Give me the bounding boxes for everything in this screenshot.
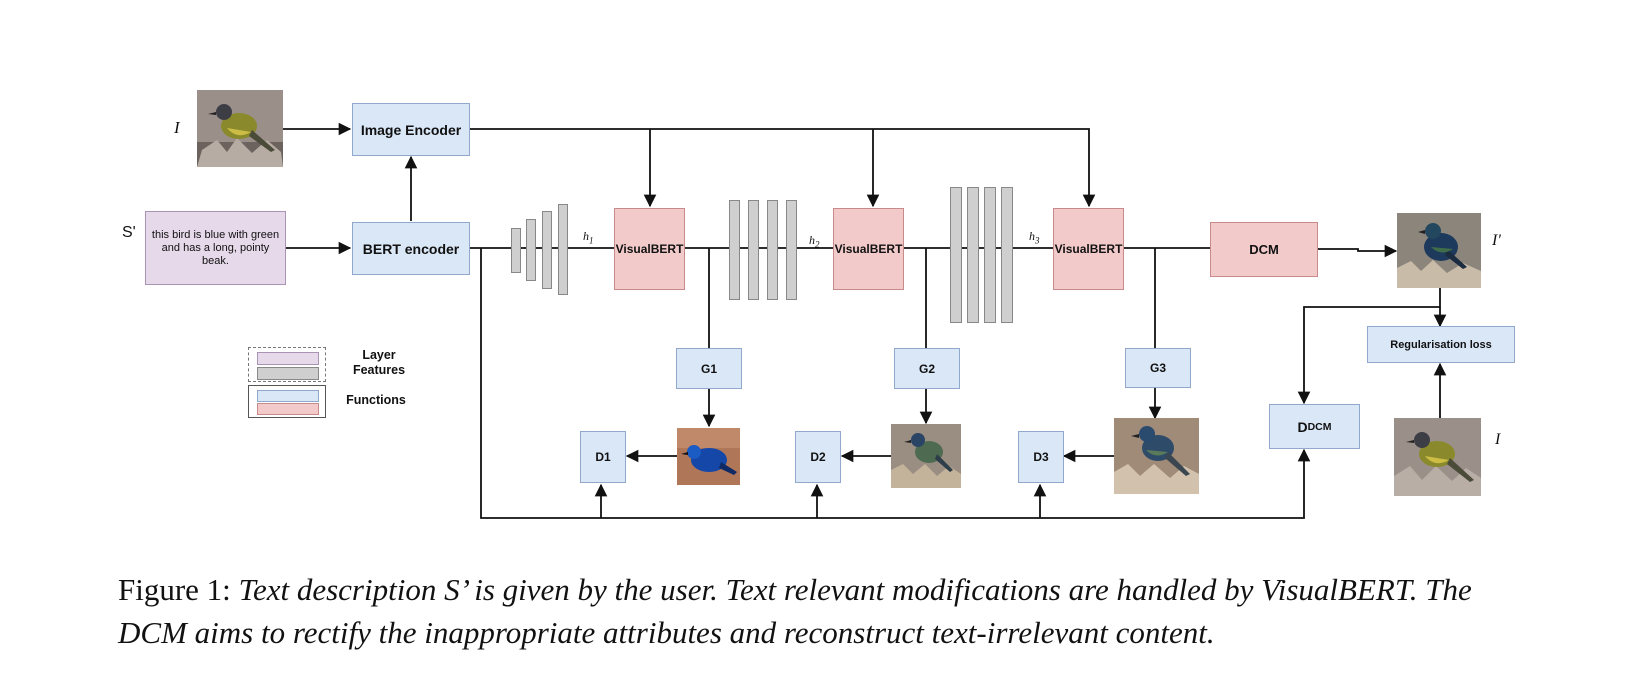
- caption-text: Text description S’ is given by the user…: [118, 572, 1472, 650]
- output-bird-image: [1397, 213, 1481, 288]
- reference-bird-image: [1394, 418, 1481, 496]
- legend-blue-swatch: [257, 390, 319, 402]
- d3-box: D3: [1018, 431, 1064, 483]
- legend-red-swatch: [257, 403, 319, 415]
- h-subscript: 3: [1035, 235, 1040, 246]
- visualbert-1-box: VisualBERT: [614, 208, 685, 290]
- g2-generated-bird-image: [891, 424, 961, 488]
- feature-bar: [526, 219, 536, 281]
- regularisation-loss-box: Regularisation loss: [1367, 326, 1515, 363]
- feature-bar: [729, 200, 740, 300]
- h-subscript: 2: [815, 239, 820, 250]
- legend-layer-features-swatch-group: [248, 347, 326, 382]
- h2-label: h2: [809, 233, 820, 250]
- legend-text-swatch: [257, 352, 319, 365]
- architecture-diagram: h1 h2 h3 I S' I' I this bird is blue wit…: [122, 90, 1515, 519]
- feature-bar: [542, 211, 552, 289]
- legend-functions-label: Functions: [346, 393, 406, 407]
- g1-box: G1: [676, 348, 742, 389]
- caption-prefix: Figure 1:: [118, 572, 239, 607]
- d2-box: D2: [795, 431, 841, 483]
- g2-box: G2: [894, 348, 960, 389]
- text-description-box: this bird is blue with green and has a l…: [145, 211, 286, 285]
- feature-bar: [767, 200, 778, 300]
- d-dcm-label: D: [1297, 418, 1308, 435]
- input-bird-image: [197, 90, 283, 167]
- output-image-label: I': [1492, 232, 1501, 249]
- bert-encoder-box: BERT encoder: [352, 222, 470, 275]
- feature-bar: [748, 200, 759, 300]
- h3-label: h3: [1029, 229, 1040, 246]
- dcm-box: DCM: [1210, 222, 1318, 277]
- input-image-label: I: [174, 118, 180, 137]
- feature-bar: [786, 200, 797, 300]
- feature-bar: [511, 228, 521, 273]
- g3-box: G3: [1125, 348, 1191, 388]
- feature-bar: [558, 204, 568, 295]
- image-encoder-box: Image Encoder: [352, 103, 470, 156]
- h1-label: h1: [583, 229, 594, 246]
- g1-generated-bird-image: [677, 428, 740, 485]
- legend-functions-swatch-group: [248, 385, 326, 418]
- feature-bar: [950, 187, 962, 323]
- reference-image-label: I: [1495, 431, 1501, 448]
- text-input-label: S': [122, 224, 136, 241]
- connector-lines: [283, 122, 1447, 519]
- feature-bar: [984, 187, 996, 323]
- d1-box: D1: [580, 431, 626, 483]
- visualbert-3-box: VisualBERT: [1053, 208, 1124, 290]
- visualbert-2-box: VisualBERT: [833, 208, 904, 290]
- d-dcm-subscript: DCM: [1307, 420, 1332, 433]
- feature-bar: [1001, 187, 1013, 323]
- legend-layer-features-label: Layer Features: [352, 348, 406, 377]
- feature-bar: [967, 187, 979, 323]
- h-subscript: 1: [589, 235, 594, 246]
- g3-generated-bird-image: [1114, 418, 1199, 494]
- figure-caption: Figure 1: Text description S’ is given b…: [118, 568, 1538, 654]
- legend-feature-swatch: [257, 367, 319, 380]
